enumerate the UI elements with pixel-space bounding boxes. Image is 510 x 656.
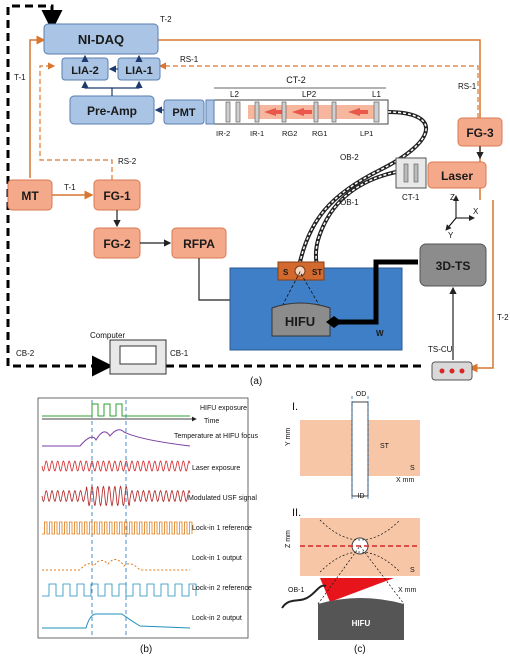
panel-c: I. OD ST S Y mm X mm ID II. Z mm S X mm … <box>281 391 420 655</box>
st-label: ST <box>312 268 322 277</box>
axes-glyph: Z X Y <box>445 193 479 240</box>
x-mm-2-label: X mm <box>398 587 416 594</box>
fg2-label: FG-2 <box>103 237 131 251</box>
ct1-coupler <box>395 157 427 189</box>
caption-a: (a) <box>250 376 262 387</box>
t2-top-label: T-2 <box>160 15 172 24</box>
usf-wave <box>41 485 191 507</box>
rs1-line <box>158 62 479 118</box>
ob2-fiber <box>298 110 428 263</box>
lia2-label: LIA-2 <box>71 65 99 77</box>
x-mm-1-label: X mm <box>396 477 414 484</box>
z-mm-label: Z mm <box>285 530 292 548</box>
w-arm <box>330 259 418 325</box>
optic-top-label: LP2 <box>302 90 317 99</box>
axis-x: X <box>473 207 479 216</box>
trace-label: Lock-in 2 reference <box>192 585 252 592</box>
optic-bottom-label: RG2 <box>282 129 297 138</box>
optic-top-label: L2 <box>230 90 239 99</box>
computer-label: Computer <box>90 331 125 340</box>
tscu-label: TS-CU <box>428 345 453 354</box>
section-1: I. <box>292 401 298 413</box>
trace-label: HIFU exposure <box>200 405 247 412</box>
lockin1-ref <box>42 521 193 535</box>
laser-beam <box>320 578 394 602</box>
optic-bottom-label: LP1 <box>360 129 373 138</box>
rs2-label: RS-2 <box>118 157 137 166</box>
ob2-label: OB-2 <box>340 153 359 162</box>
ts3d-label: 3D-TS <box>436 259 471 273</box>
ob1-fiber-c <box>281 584 327 609</box>
st-label: ST <box>380 443 390 450</box>
trace-label: Temperature at HIFU focus <box>174 433 259 440</box>
mt-label: MT <box>21 189 39 203</box>
optic-top-label: L1 <box>372 90 381 99</box>
cb2-label: CB-2 <box>16 349 35 358</box>
t1-mid-label: T-1 <box>64 183 76 192</box>
tube-top <box>351 401 369 497</box>
s1-label: S <box>410 465 415 472</box>
laser-label: Laser <box>441 169 473 183</box>
trace-label: Modulated USF signal <box>188 495 257 502</box>
preamp-label: Pre-Amp <box>87 104 137 118</box>
section-2: II. <box>292 507 301 519</box>
ob1-label-c: OB-1 <box>288 587 304 594</box>
trace-label: Lock-in 1 reference <box>192 525 252 532</box>
hifu-c <box>318 598 404 640</box>
fg3-label: FG-3 <box>466 126 494 140</box>
lia1-label: LIA-1 <box>125 65 153 77</box>
trace-label: Laser exposure <box>192 465 240 472</box>
ob1-label: OB-1 <box>340 198 359 207</box>
rfpa-label: RFPA <box>183 237 215 251</box>
laser-wave <box>41 460 191 472</box>
t1-line-left <box>29 35 46 178</box>
optical-path <box>248 105 378 119</box>
t2-right-label: T-2 <box>497 313 509 322</box>
rs1-label: RS-1 <box>180 55 199 64</box>
rs1-right-label: RS-1 <box>458 82 477 91</box>
optic-bottom-label: IR-2 <box>216 129 230 138</box>
ct2-label: CT-2 <box>286 75 306 85</box>
y-mm-label: Y mm <box>285 428 292 446</box>
rs2-line <box>39 62 113 180</box>
id-label: ID <box>358 493 365 500</box>
t1-left-label: T-1 <box>14 73 26 82</box>
trace-label: Lock-in 2 output <box>192 615 242 622</box>
laser-box <box>427 161 487 189</box>
nidaq-box <box>43 23 159 55</box>
fg1-label: FG-1 <box>103 189 131 203</box>
panel-b: HIFU exposure Time Temperature at HIFU f… <box>37 397 259 655</box>
lockin2-ref <box>42 583 197 597</box>
hifu-transducer <box>271 302 331 337</box>
w-label: W <box>376 329 384 338</box>
cb1-label: CB-1 <box>170 349 189 358</box>
axis-z: Z <box>450 193 455 202</box>
t2-line-right <box>468 200 494 373</box>
panel-a: NI-DAQ LIA-2 LIA-1 Pre-Amp PMT <box>6 4 509 387</box>
od-label: OD <box>356 391 367 398</box>
trace-label: Lock-in 1 output <box>192 555 242 562</box>
trace-label: Time <box>204 418 219 425</box>
hifu-label-c: HIFU <box>352 619 371 628</box>
optic-bottom-label: RG1 <box>312 129 327 138</box>
optic-bottom-label: IR-1 <box>250 129 264 138</box>
ct1-label: CT-1 <box>402 193 420 202</box>
axis-y: Y <box>448 231 454 240</box>
caption-c: (c) <box>354 644 366 655</box>
pmt-box <box>163 99 205 125</box>
caption-b: (b) <box>140 644 152 655</box>
ts3d-box <box>419 243 487 287</box>
pmt-label: PMT <box>172 107 196 119</box>
hifu-label: HIFU <box>285 314 315 329</box>
nidaq-label: NI-DAQ <box>78 32 124 47</box>
s2-label: S <box>410 567 415 574</box>
s-label: S <box>283 268 289 277</box>
